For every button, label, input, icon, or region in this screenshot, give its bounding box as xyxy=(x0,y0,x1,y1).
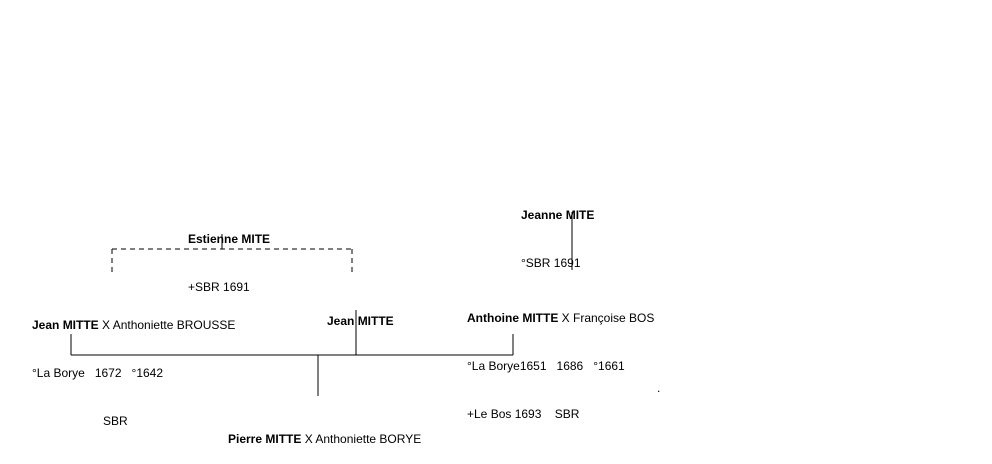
person-name: Anthoine xyxy=(467,311,523,325)
person-estienne-mite: Estienne MITE +SBR 1691 xyxy=(188,199,270,311)
person-pierre-mitte: Pierre MITTE X Anthoniette BORYE xyxy=(228,399,421,463)
person-surname: MITTE xyxy=(265,432,302,446)
person-jean-mitte-mid: Jean MITTE xyxy=(327,281,394,345)
person-info-2: SBR xyxy=(103,414,128,428)
person-surname: MITTE xyxy=(62,318,99,332)
spouse-name: X Anthoniette BORYE xyxy=(301,432,422,446)
person-anthoine-mitte: Anthoine MITTE X Françoise BOS °La Borye… xyxy=(467,278,654,438)
person-surname: MITE xyxy=(241,232,271,246)
person-name: Jean xyxy=(32,318,63,332)
person-jean-mitte-left: Jean MITTE X Anthoniette BROUSSE °La Bor… xyxy=(32,285,235,445)
person-info: °La Borye1651 1686 °1661 xyxy=(467,359,625,373)
spouse-name: X Anthoniette BROUSSE xyxy=(98,318,236,332)
person-name: Jeanne xyxy=(521,208,566,222)
person-surname: MITE xyxy=(565,208,595,222)
person-jeanne-mite: Jeanne MITE °SBR 1691 xyxy=(521,175,594,287)
person-surname: MITTE xyxy=(357,314,394,328)
person-surname: MITTE xyxy=(522,311,559,325)
person-info: °SBR 1691 xyxy=(521,256,581,270)
person-info-2: +Le Bos 1693 SBR xyxy=(467,407,580,421)
person-info: °La Borye 1672 °1642 xyxy=(32,366,164,380)
person-name: Estienne xyxy=(188,232,242,246)
person-name: Jean xyxy=(327,314,358,328)
person-info: +SBR 1691 xyxy=(188,280,250,294)
person-name: Pierre xyxy=(228,432,266,446)
spouse-name: X Françoise BOS xyxy=(558,311,655,325)
stray-dot: . xyxy=(657,381,661,395)
